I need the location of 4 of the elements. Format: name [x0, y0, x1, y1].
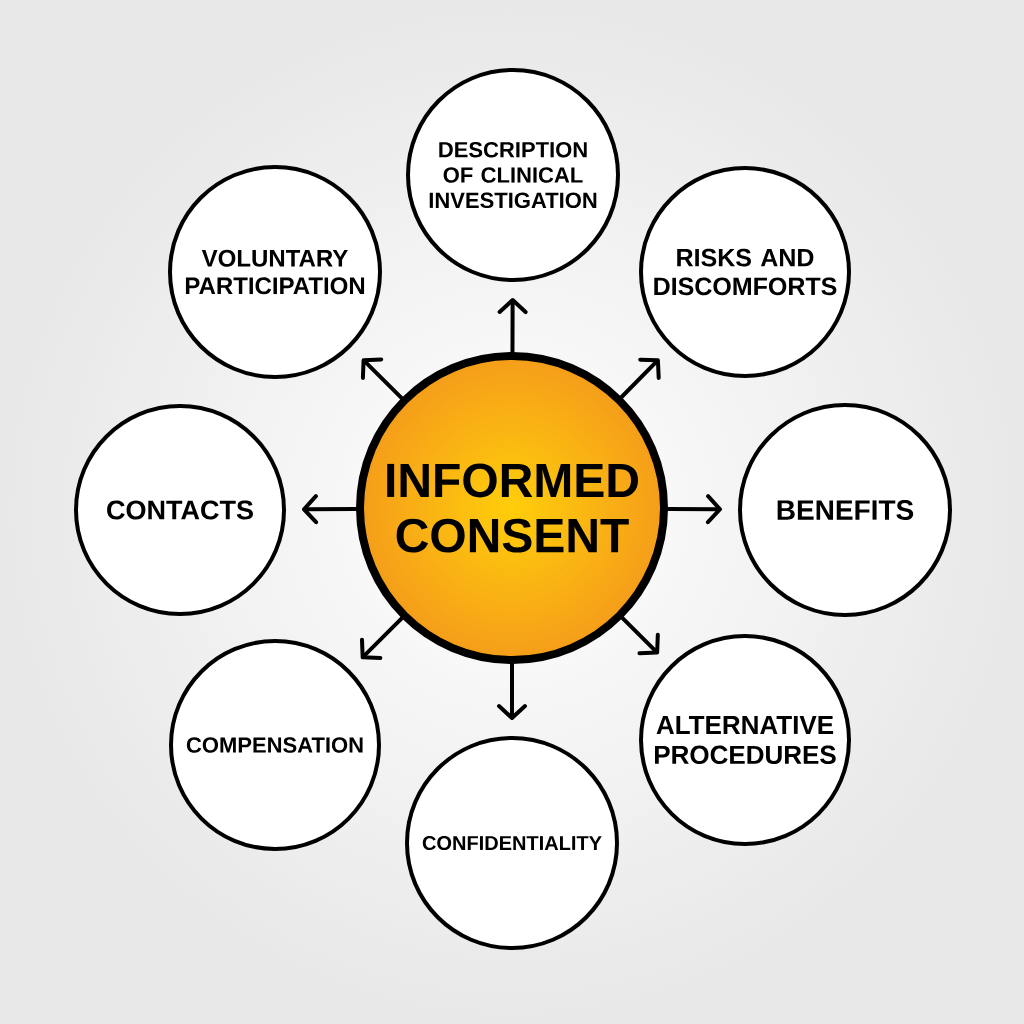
arrow	[619, 357, 661, 399]
arrow	[360, 357, 404, 400]
arrow	[620, 616, 660, 656]
arrow	[360, 616, 404, 661]
